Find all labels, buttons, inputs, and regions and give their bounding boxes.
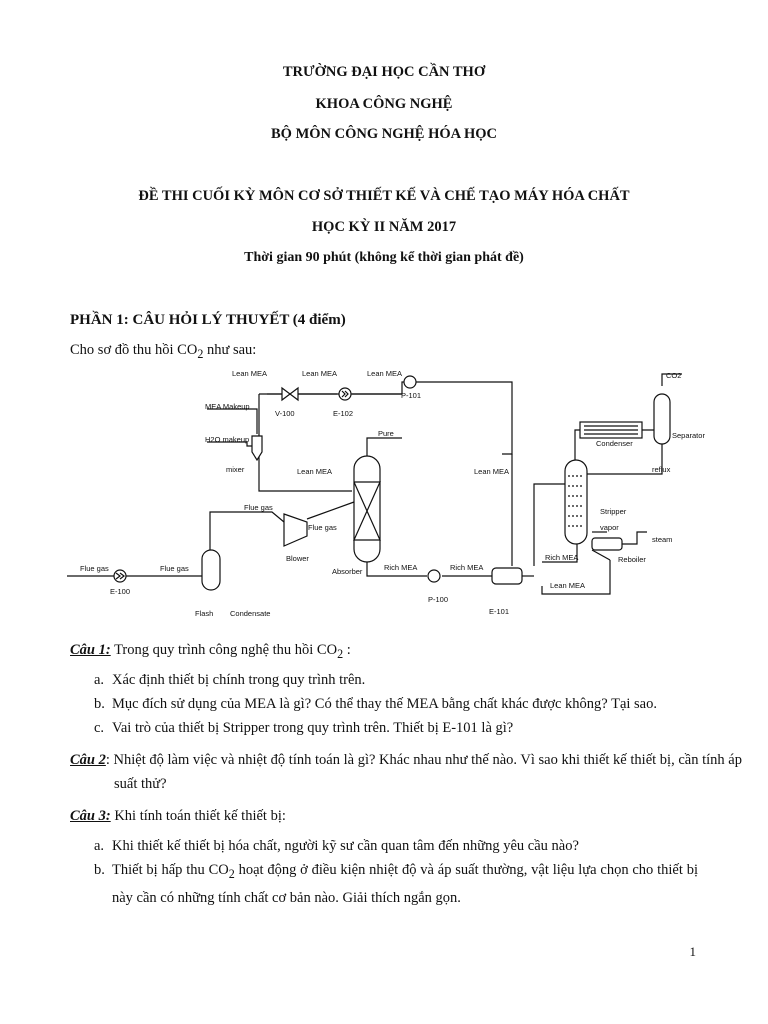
label-reflux: reflux xyxy=(652,465,671,474)
label-separator: Separator xyxy=(672,431,705,440)
valve-v100-icon xyxy=(281,386,299,402)
separator-icon xyxy=(653,393,671,445)
label-condensate: Condensate xyxy=(230,609,270,618)
label-flue-gas-4: Flue gas xyxy=(160,564,189,573)
label-rich-mea-3: Rich MEA xyxy=(545,553,578,562)
e101-exchanger-icon xyxy=(491,567,523,585)
label-flue-gas-3: Flue gas xyxy=(80,564,109,573)
university-name: TRƯỜNG ĐẠI HỌC CẦN THƠ xyxy=(282,64,486,80)
exam-duration: Thời gian 90 phút (không kể thời gian ph… xyxy=(244,250,524,265)
question-2-label: Câu 2 xyxy=(70,752,106,768)
label-v100: V-100 xyxy=(275,409,295,418)
blower-icon xyxy=(283,513,308,547)
question-3-item-a: a. Khi thiết kế thiết bị hóa chất, người… xyxy=(94,838,579,854)
label-pure: Pure xyxy=(378,429,394,438)
label-lean-mea-4: Lean MEA xyxy=(297,467,332,476)
question-3-label: Câu 3: xyxy=(70,808,111,824)
section-title: PHẦN 1: CÂU HỎI LÝ THUYẾT (4 điểm) xyxy=(70,312,346,328)
diagram-labels: Lean MEA Lean MEA Lean MEA V-100 E-102 P… xyxy=(80,369,705,618)
absorber-column-icon xyxy=(353,455,381,563)
question-1-label: Câu 1: xyxy=(70,642,111,658)
label-lean-mea-6: Lean MEA xyxy=(550,581,585,590)
question-1: Câu 1: Trong quy trình công nghệ thu hồi… xyxy=(70,642,351,661)
question-3: Câu 3: Khi tính toán thiết kế thiết bị: xyxy=(70,808,286,824)
label-blower: Blower xyxy=(286,554,309,563)
label-lean-mea-3: Lean MEA xyxy=(367,369,402,378)
pump-p100-icon xyxy=(427,569,441,583)
diagram-intro: Cho sơ đồ thu hồi CO2 như sau: xyxy=(70,342,257,361)
label-lean-mea-2: Lean MEA xyxy=(302,369,337,378)
question-1-item-b: b. Mục đích sử dụng của MEA là gì? Có th… xyxy=(94,696,657,712)
question-1-item-a: a. Xác định thiết bị chính trong quy trì… xyxy=(94,672,366,688)
equipment xyxy=(113,375,671,591)
stripper-column-icon xyxy=(564,459,588,545)
process-lines xyxy=(67,373,682,595)
label-e100: E-100 xyxy=(110,587,130,596)
label-h2o-makeup: H2O makeup xyxy=(205,435,249,444)
label-rich-mea-2: Rich MEA xyxy=(450,563,483,572)
label-stripper: Stripper xyxy=(600,507,627,516)
label-lean-mea-5: Lean MEA xyxy=(474,467,509,476)
label-flue-gas-1: Flue gas xyxy=(244,503,273,512)
label-co2: CO2 xyxy=(666,371,681,380)
faculty-name: KHOA CÔNG NGHỆ xyxy=(315,96,453,112)
reboiler-icon xyxy=(591,537,623,551)
page-number: 1 xyxy=(689,944,697,959)
label-e102: E-102 xyxy=(333,409,353,418)
label-p100: P-100 xyxy=(428,595,448,604)
label-p101: P-101 xyxy=(401,391,421,400)
label-condenser: Condenser xyxy=(596,439,633,448)
label-vapor: vapor xyxy=(600,523,619,532)
exam-title: ĐỀ THI CUỐI KỲ MÔN CƠ SỞ THIẾT KẾ VÀ CHẾ… xyxy=(138,188,630,204)
label-lean-mea-1: Lean MEA xyxy=(232,369,267,378)
label-absorber: Absorber xyxy=(332,567,363,576)
semester: HỌC KỲ II NĂM 2017 xyxy=(311,219,457,235)
label-flash: Flash xyxy=(195,609,213,618)
question-3-item-b: b. Thiết bị hấp thu CO2 hoạt động ở điều… xyxy=(94,862,698,906)
mixer-icon xyxy=(251,435,263,462)
department-name: BỘ MÔN CÔNG NGHỆ HÓA HỌC xyxy=(271,126,497,142)
label-rich-mea-1: Rich MEA xyxy=(384,563,417,572)
co2-capture-diagram: Lean MEA Lean MEA Lean MEA V-100 E-102 P… xyxy=(67,369,705,618)
label-steam: steam xyxy=(652,535,672,544)
label-flue-gas-2: Flue gas xyxy=(308,523,337,532)
question-2: Câu 2: Nhiệt độ làm việc và nhiệt độ tín… xyxy=(70,752,742,792)
label-mixer: mixer xyxy=(226,465,245,474)
label-mea-makeup: MEA Makeup xyxy=(205,402,250,411)
flash-drum-icon xyxy=(201,549,221,591)
label-reboiler: Reboiler xyxy=(618,555,646,564)
question-1-item-c: c. Vai trò của thiết bị Stripper trong q… xyxy=(94,720,514,736)
pump-p101-icon xyxy=(403,375,417,389)
label-e101: E-101 xyxy=(489,607,509,616)
